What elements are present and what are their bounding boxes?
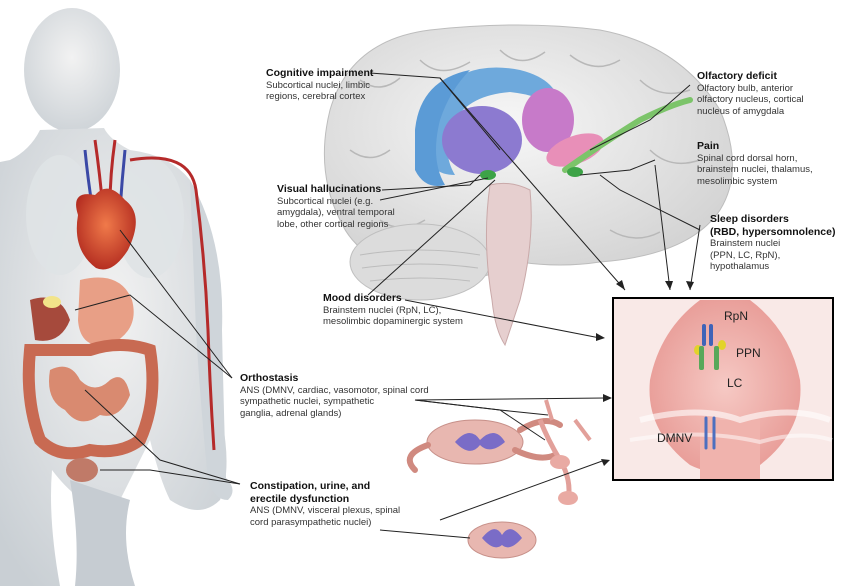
label-title: Constipation, urine, and erectile dysfun…	[250, 480, 371, 505]
label-title: Cognitive impairment	[266, 67, 374, 79]
label-desc: Spinal cord dorsal horn, brainstem nucle…	[697, 152, 813, 187]
brain	[323, 24, 733, 347]
sympathetic-ganglia	[537, 399, 592, 505]
nucleus-label-lc: LC	[727, 376, 743, 390]
label-desc: Subcortical nuclei (e.g. amygdala), vent…	[277, 195, 395, 230]
label-olfactory-deficit: Olfactory deficit Olfactory bulb, anteri…	[697, 70, 847, 117]
olfactory-tract	[562, 97, 693, 173]
hippocampus	[546, 133, 604, 167]
colon	[22, 339, 159, 460]
brainstem-inset	[612, 297, 834, 481]
label-sleep-disorders: Sleep disorders (RBD, hypersomnolence) B…	[710, 213, 848, 273]
bladder	[66, 458, 98, 482]
label-title: Visual hallucinations	[277, 183, 382, 195]
label-desc: Olfactory bulb, anterior olfactory nucle…	[697, 82, 804, 117]
label-constipation-urine-erectile: Constipation, urine, and erectile dysfun…	[250, 480, 450, 528]
liver	[30, 297, 70, 341]
leg	[70, 480, 135, 586]
label-desc: ANS (DMNV, cardiac, vasomotor, spinal co…	[240, 384, 429, 419]
brainstem-in-brain	[485, 182, 532, 347]
cerebellum-folia	[359, 249, 481, 282]
adrenal-gland	[43, 296, 61, 308]
label-desc: ANS (DMNV, visceral plexus, spinal cord …	[250, 505, 401, 528]
label-desc: Subcortical nuclei, limbic regions, cere…	[266, 79, 371, 103]
label-desc: Brainstem nuclei (PPN, LC, RpN), hypotha…	[710, 238, 781, 272]
amygdala	[480, 170, 496, 180]
right-arm	[190, 180, 233, 500]
stomach	[78, 277, 134, 346]
label-title: Orthostasis	[240, 372, 299, 384]
nucleus-label-dmnv: DMNV	[657, 431, 693, 445]
substantia-nigra	[567, 167, 583, 177]
nucleus-label-rpn: RpN	[724, 309, 749, 323]
label-title: Mood disorders	[323, 292, 402, 304]
caudate	[415, 70, 470, 186]
label-desc: Brainstem nuclei (RpN, LC), mesolimbic d…	[323, 304, 463, 328]
label-mood-disorders: Mood disorders Brainstem nuclei (RpN, LC…	[323, 292, 523, 328]
putamen	[522, 88, 574, 152]
arrowheads	[596, 280, 694, 466]
label-visual-hallucinations: Visual hallucinations Subcortical nuclei…	[277, 183, 427, 230]
cerebellum	[349, 223, 491, 301]
label-cognitive-impairment: Cognitive impairment Subcortical nuclei,…	[266, 67, 446, 103]
human-body	[0, 8, 233, 586]
lung-left	[26, 155, 94, 275]
spinal-cord-section-lower	[467, 521, 537, 559]
dmnv-marker	[704, 416, 716, 450]
spinal-cord-section-upper	[406, 418, 563, 473]
lc-marker	[699, 346, 704, 370]
label-title: Pain	[697, 140, 720, 152]
label-title: Sleep disorders (RBD, hypersomnolence)	[710, 213, 836, 238]
label-title: Olfactory deficit	[697, 70, 777, 82]
label-orthostasis: Orthostasis ANS (DMNV, cardiac, vasomoto…	[240, 372, 470, 419]
lateral-ventricle	[424, 67, 560, 175]
leader-lines	[74, 72, 701, 539]
heart	[76, 188, 136, 270]
label-pain: Pain Spinal cord dorsal horn, brainstem …	[697, 140, 847, 187]
head	[24, 8, 120, 132]
rpn-marker	[702, 324, 706, 346]
thalamus	[442, 106, 522, 174]
nucleus-label-ppn: PPN	[736, 346, 761, 360]
